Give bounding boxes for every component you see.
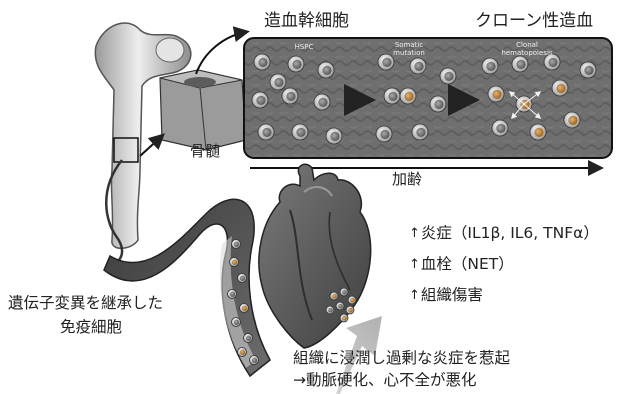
hspc-cell	[270, 74, 286, 90]
clonal-cell	[552, 80, 568, 96]
mutation-stage-cell	[430, 96, 446, 112]
effect-tissue-injury: ↑組織傷害	[409, 286, 483, 305]
mutation-stage-cell	[376, 126, 392, 142]
mutation-stage-cell	[440, 68, 456, 84]
immune-cell	[228, 290, 237, 299]
hspc-cell	[282, 88, 298, 104]
infiltrating-cell	[348, 296, 356, 304]
effect-thrombosis: ↑血栓（NET）	[409, 255, 514, 274]
zoom-arrow	[196, 32, 246, 74]
hspc-cell	[326, 128, 342, 144]
hspc-cell	[258, 124, 274, 140]
bottom-text-line1: 組織に浸潤し過剰な炎症を惹起	[293, 349, 510, 368]
bone-marrow-label: 骨髄	[190, 140, 220, 161]
immune-cell	[250, 356, 259, 365]
stage-clonal-hematopoiesis: Clonal hematopoiesis	[492, 42, 562, 57]
immune-cell	[238, 274, 247, 283]
infiltrating-cell	[330, 292, 338, 300]
clonal-cell	[512, 56, 528, 72]
heart	[259, 164, 371, 348]
up-arrow-icon: ↑	[409, 257, 420, 273]
immune-cells-label-line2: 免疫細胞	[60, 318, 122, 337]
mutation-stage-cell	[412, 124, 428, 140]
infiltrating-cell	[346, 306, 354, 314]
hspc-cell	[292, 124, 308, 140]
infiltrating-cell	[326, 306, 334, 314]
mutation-stage-cell	[400, 88, 416, 104]
hspc-cell	[288, 56, 304, 72]
mutation-stage-cell	[410, 58, 426, 74]
aging-label: 加齢	[392, 168, 422, 189]
stage-somatic-mutation: Somatic mutation	[383, 42, 435, 57]
marrow-block	[160, 70, 246, 150]
inset-arrow	[140, 136, 162, 156]
bottom-text-line2: →動脈硬化、心不全が悪化	[293, 371, 477, 390]
immune-cells-label-line1: 遺伝子変異を継承した	[8, 294, 163, 313]
clonal-cell	[564, 112, 580, 128]
immune-cell	[230, 258, 239, 267]
stage-hspc: HSPC	[284, 44, 324, 52]
clonal-cell	[488, 86, 504, 102]
infiltrating-cell	[340, 288, 348, 296]
up-arrow-icon: ↑	[409, 226, 420, 242]
clonal-cell	[482, 58, 498, 74]
effect-inflammation: ↑炎症（IL1β, IL6, TNFα）	[409, 224, 599, 243]
hspc-cell	[318, 62, 334, 78]
infiltrating-cell	[340, 314, 348, 322]
infiltrating-cell	[336, 302, 344, 310]
immune-cell	[240, 304, 249, 313]
clonal-cell	[530, 124, 546, 140]
up-arrow-icon: ↑	[409, 288, 420, 304]
hspc-label: 造血幹細胞	[264, 6, 349, 31]
clonal-cell	[492, 120, 508, 136]
immune-cell	[244, 334, 253, 343]
hspc-cell	[252, 92, 268, 108]
mutation-stage-cell	[384, 88, 400, 104]
immune-cell	[238, 348, 247, 357]
hspc-cell	[314, 94, 330, 110]
clonal-hematopoiesis-label: クローン性造血	[475, 6, 593, 31]
hspc-cell	[254, 54, 270, 70]
clonal-cell	[580, 62, 596, 78]
immune-cell	[232, 240, 241, 249]
immune-cell	[232, 318, 241, 327]
